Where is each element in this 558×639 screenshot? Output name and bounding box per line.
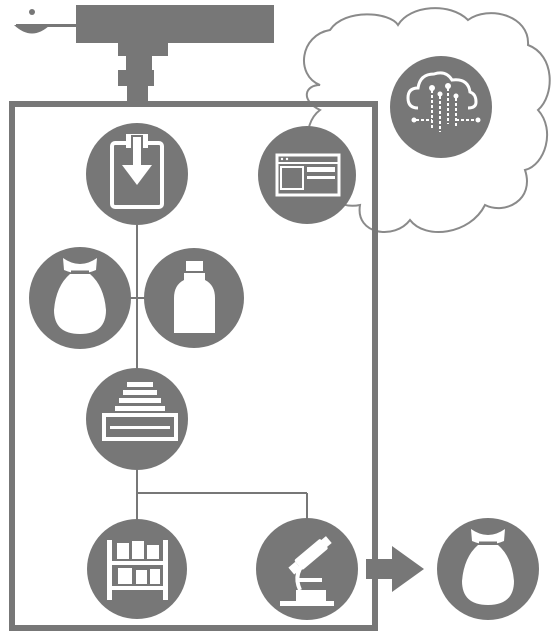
sack-icon [29,247,131,349]
output-sack-icon [437,518,539,620]
printer-icon [86,368,188,470]
connectors [130,225,308,520]
facility-boundary [9,101,378,631]
browser-window-icon [258,126,356,224]
feed-pipe [16,5,274,104]
scale-pan-icon [14,9,50,34]
output-arrow [366,546,424,592]
shelf-icon [87,519,187,619]
cloud-network-icon [390,56,492,158]
bottle-icon [144,248,244,348]
clipboard-download-icon [86,123,188,225]
microscope-icon [256,518,358,620]
